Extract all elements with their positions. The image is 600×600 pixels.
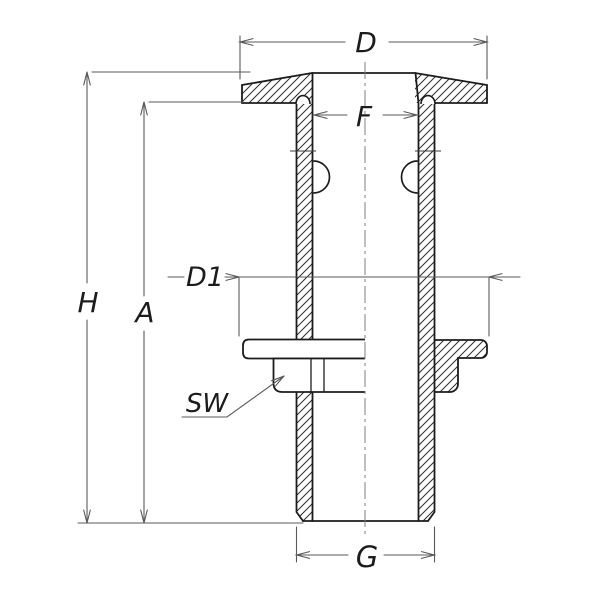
arrowhead-leader-icon [271, 375, 285, 387]
flange-section-right [415, 73, 487, 103]
arrowhead-right-icon [473, 38, 490, 46]
dimension-G [294, 526, 437, 563]
bore-edge-right [414, 72, 420, 522]
locknut-external-fill [273, 358, 365, 392]
arrowhead-left-icon [311, 111, 328, 119]
arrowhead-right-icon [420, 551, 437, 559]
arrowhead-up-icon [140, 101, 148, 116]
label-body-height: A [133, 296, 154, 329]
dimension-F [311, 111, 420, 119]
relief-groove-right [420, 94, 436, 105]
label-flange-diameter: D [355, 26, 377, 59]
flange-section-left [242, 73, 312, 103]
label-wrench-size: SW [186, 389, 230, 419]
arrowhead-left-icon [237, 38, 254, 46]
label-nut-flange-diameter: D1 [186, 262, 224, 293]
relief-groove-left [295, 94, 311, 105]
label-overall-height: H [77, 286, 98, 319]
dimension-H [83, 71, 251, 524]
washer-external-fill [243, 339, 365, 359]
leader-SW [181, 375, 285, 418]
dimension-A [77, 101, 304, 524]
tube-wall-section-left [296, 100, 313, 521]
arrowhead-right-icon [403, 111, 420, 119]
drain-hole-right [400, 160, 418, 194]
tube-outer-edge-left [295, 101, 304, 522]
dimension-lines [77, 35, 521, 563]
leader-line [181, 375, 285, 418]
flange-outline [241, 72, 488, 104]
dimension-D1 [167, 273, 521, 337]
tube-outer-edge-right [427, 101, 436, 522]
dimension-labels: D F D1 H A SW G [77, 26, 378, 574]
arrowhead-up-icon [83, 71, 91, 86]
arrowhead-left-icon [294, 551, 311, 559]
label-thread-diameter: G [356, 540, 378, 574]
washer-external-outline [242, 338, 365, 360]
overlays [242, 94, 436, 393]
tube-wall-section-right [418, 100, 435, 521]
drain-hole-left [313, 160, 331, 194]
locknut-section-outline [434, 339, 488, 393]
locknut-section-right [435, 340, 487, 392]
section-hatching [242, 73, 487, 521]
label-bore-diameter: F [356, 100, 373, 133]
